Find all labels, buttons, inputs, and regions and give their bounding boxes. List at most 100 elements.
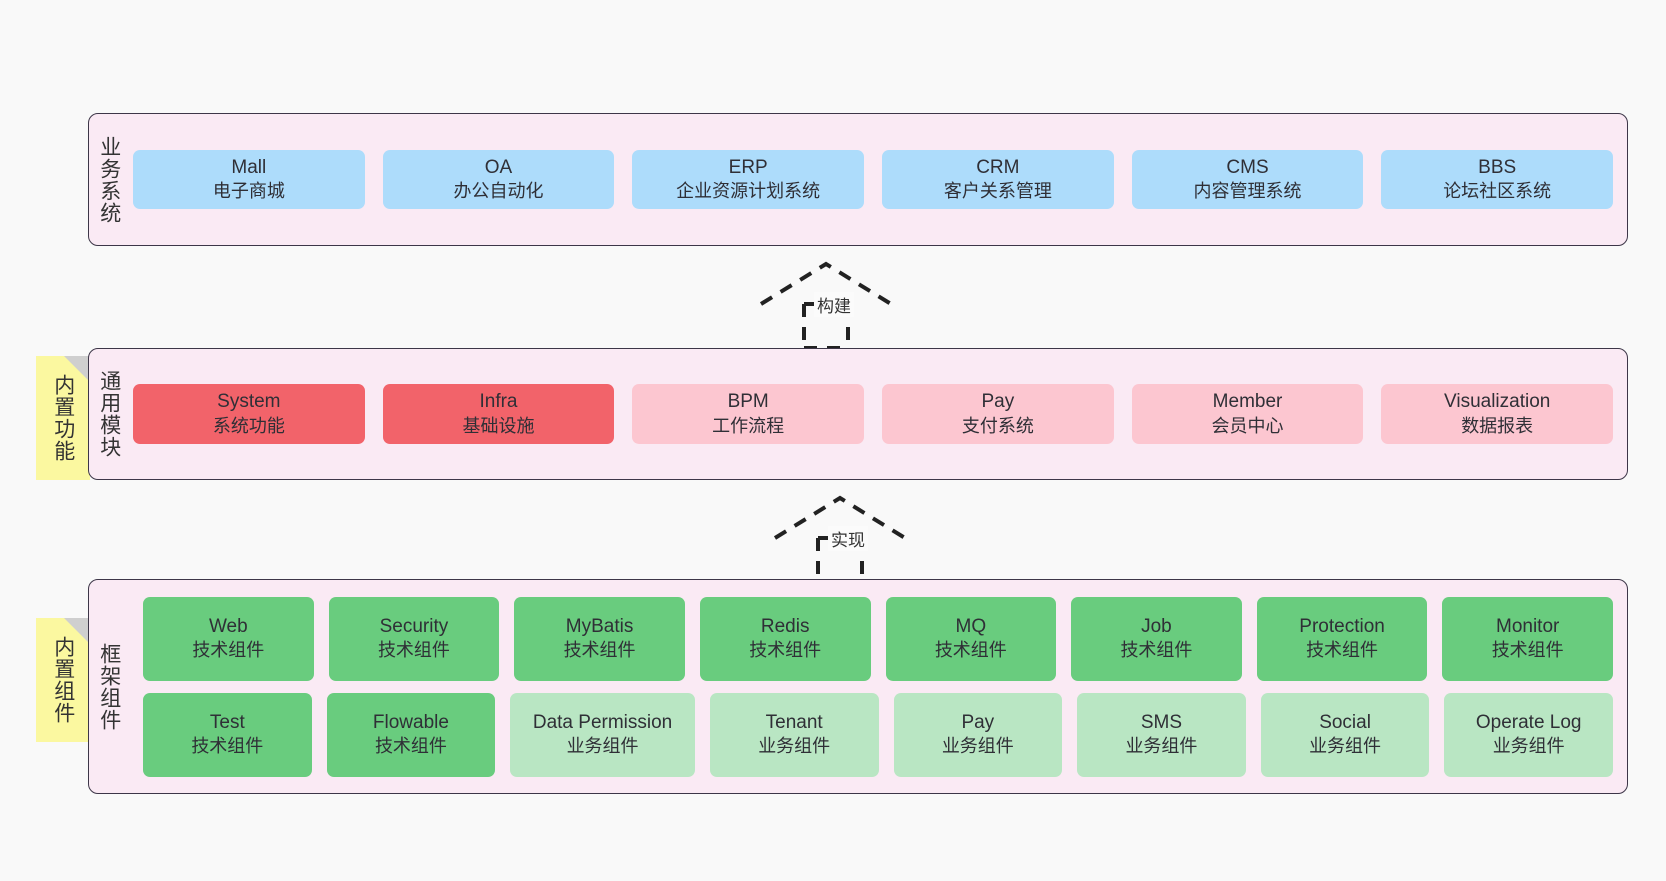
node-subtitle: 办公自动化 [453, 181, 544, 202]
node-title: Redis [760, 615, 810, 637]
node-title: Visualization [1444, 391, 1551, 413]
node-row: System 系统功能 Infra 基础设施 BPM 工作流程 Pay 支付系统… [133, 384, 1614, 444]
layer-business-systems: 业务系统 Mall 电子商城 OA 办公自动化 ERP 企业资源计划系统 CRM… [88, 113, 1628, 246]
node-subtitle: 业务组件 [941, 736, 1014, 757]
node-monitor[interactable]: Monitor 技术组件 [1442, 596, 1613, 681]
node-protection[interactable]: Protection 技术组件 [1256, 596, 1428, 681]
node-tenant[interactable]: Tenant 业务组件 [709, 692, 879, 777]
node-data-permission[interactable]: Data Permission 业务组件 [510, 692, 695, 777]
node-subtitle: 工作流程 [712, 415, 785, 436]
node-subtitle: 业务组件 [1125, 736, 1198, 757]
layer-title-framework-components: 框架组件 [97, 642, 121, 731]
node-subtitle: 会员中心 [1211, 415, 1284, 436]
node-subtitle: 业务组件 [566, 736, 639, 757]
connector-label-build: 构建 [814, 292, 854, 317]
node-mq[interactable]: MQ 技术组件 [885, 596, 1057, 681]
node-job[interactable]: Job 技术组件 [1071, 596, 1242, 681]
node-title: Security [379, 615, 449, 637]
node-mall[interactable]: Mall 电子商城 [133, 149, 365, 210]
node-title: BPM [727, 391, 769, 413]
node-cms[interactable]: CMS 内容管理系统 [1131, 149, 1364, 210]
node-redis[interactable]: Redis 技术组件 [699, 596, 871, 681]
node-title: Infra [479, 391, 518, 413]
note-fold-icon [64, 618, 90, 644]
node-title: Job [1141, 615, 1172, 637]
node-subtitle: 技术组件 [1491, 640, 1564, 661]
sticky-note-builtin-functions: 内置功能 [36, 356, 90, 480]
node-subtitle: 论坛社区系统 [1443, 181, 1552, 202]
node-subtitle: 技术组件 [934, 640, 1007, 661]
connector-implement: 实现 [770, 492, 920, 584]
layer-title-business-systems: 业务系统 [97, 135, 121, 224]
node-subtitle: 电子商城 [212, 181, 285, 202]
node-subtitle: 业务组件 [1492, 736, 1565, 757]
node-subtitle: 支付系统 [961, 415, 1034, 436]
node-bbs[interactable]: BBS 论坛社区系统 [1381, 149, 1614, 210]
node-subtitle: 技术组件 [1120, 640, 1193, 661]
node-subtitle: 企业资源计划系统 [676, 181, 821, 202]
node-subtitle: 业务组件 [758, 736, 831, 757]
node-row: Test 技术组件 Flowable 技术组件 Data Permission … [143, 692, 1613, 777]
node-subtitle: 客户关系管理 [943, 181, 1052, 202]
connector-label-implement: 实现 [828, 526, 868, 551]
node-title: CMS [1226, 156, 1269, 178]
node-title: BBS [1478, 156, 1517, 178]
node-title: MyBatis [565, 615, 634, 637]
node-title: Web [208, 615, 248, 637]
node-erp[interactable]: ERP 企业资源计划系统 [632, 149, 865, 210]
node-title: ERP [728, 156, 768, 178]
layer-framework-components: 框架组件 Web 技术组件 Security 技术组件 MyBatis 技术组件… [88, 579, 1628, 794]
node-subtitle: 技术组件 [191, 736, 264, 757]
node-pay-component[interactable]: Pay 业务组件 [893, 692, 1063, 777]
node-security[interactable]: Security 技术组件 [328, 596, 500, 681]
node-title: Test [209, 711, 245, 733]
node-crm[interactable]: CRM 客户关系管理 [882, 149, 1114, 210]
node-row: Mall 电子商城 OA 办公自动化 ERP 企业资源计划系统 CRM 客户关系… [133, 149, 1614, 210]
layer-title-common-modules: 通用模块 [97, 370, 121, 458]
node-subtitle: 技术组件 [1306, 640, 1379, 661]
node-subtitle: 业务组件 [1309, 736, 1382, 757]
layer-body-common-modules: System 系统功能 Infra 基础设施 BPM 工作流程 Pay 支付系统… [129, 349, 1627, 479]
node-title: Member [1212, 391, 1283, 413]
node-visualization[interactable]: Visualization 数据报表 [1381, 384, 1614, 444]
node-subtitle: 基础设施 [462, 415, 535, 436]
sticky-note-label: 内置组件 [51, 636, 75, 724]
node-flowable[interactable]: Flowable 技术组件 [326, 692, 496, 777]
node-title: Pay [961, 711, 995, 733]
node-test[interactable]: Test 技术组件 [143, 692, 312, 777]
layer-common-modules: 通用模块 System 系统功能 Infra 基础设施 BPM 工作流程 Pay… [88, 348, 1628, 480]
node-social[interactable]: Social 业务组件 [1260, 692, 1430, 777]
node-infra[interactable]: Infra 基础设施 [382, 384, 615, 444]
node-pay[interactable]: Pay 支付系统 [882, 384, 1114, 444]
node-title: SMS [1140, 711, 1183, 733]
node-mybatis[interactable]: MyBatis 技术组件 [514, 596, 685, 681]
node-subtitle: 内容管理系统 [1193, 181, 1302, 202]
node-subtitle: 技术组件 [374, 736, 447, 757]
note-fold-icon [64, 356, 90, 382]
node-title: Tenant [765, 711, 823, 733]
node-title: Flowable [372, 711, 449, 733]
node-title: Pay [981, 391, 1015, 413]
node-subtitle: 技术组件 [563, 640, 636, 661]
node-subtitle: 技术组件 [192, 640, 265, 661]
node-bpm[interactable]: BPM 工作流程 [632, 384, 865, 444]
node-oa[interactable]: OA 办公自动化 [382, 149, 615, 210]
sticky-note-label: 内置功能 [51, 374, 75, 462]
layer-body-business-systems: Mall 电子商城 OA 办公自动化 ERP 企业资源计划系统 CRM 客户关系… [129, 114, 1627, 245]
layer-body-framework-components: Web 技术组件 Security 技术组件 MyBatis 技术组件 Redi… [129, 580, 1627, 793]
node-subtitle: 技术组件 [749, 640, 822, 661]
node-title: CRM [976, 156, 1020, 178]
node-subtitle: 技术组件 [377, 640, 450, 661]
node-title: Protection [1299, 615, 1385, 637]
node-web[interactable]: Web 技术组件 [143, 596, 314, 681]
node-system[interactable]: System 系统功能 [133, 384, 365, 444]
node-title: Data Permission [532, 711, 673, 733]
node-sms[interactable]: SMS 业务组件 [1077, 692, 1246, 777]
node-row: Web 技术组件 Security 技术组件 MyBatis 技术组件 Redi… [143, 596, 1613, 681]
sticky-note-builtin-components: 内置组件 [36, 618, 90, 742]
node-member[interactable]: Member 会员中心 [1131, 384, 1364, 444]
node-title: Monitor [1496, 615, 1560, 637]
node-operate-log[interactable]: Operate Log 业务组件 [1444, 692, 1613, 777]
node-title: MQ [955, 615, 987, 637]
